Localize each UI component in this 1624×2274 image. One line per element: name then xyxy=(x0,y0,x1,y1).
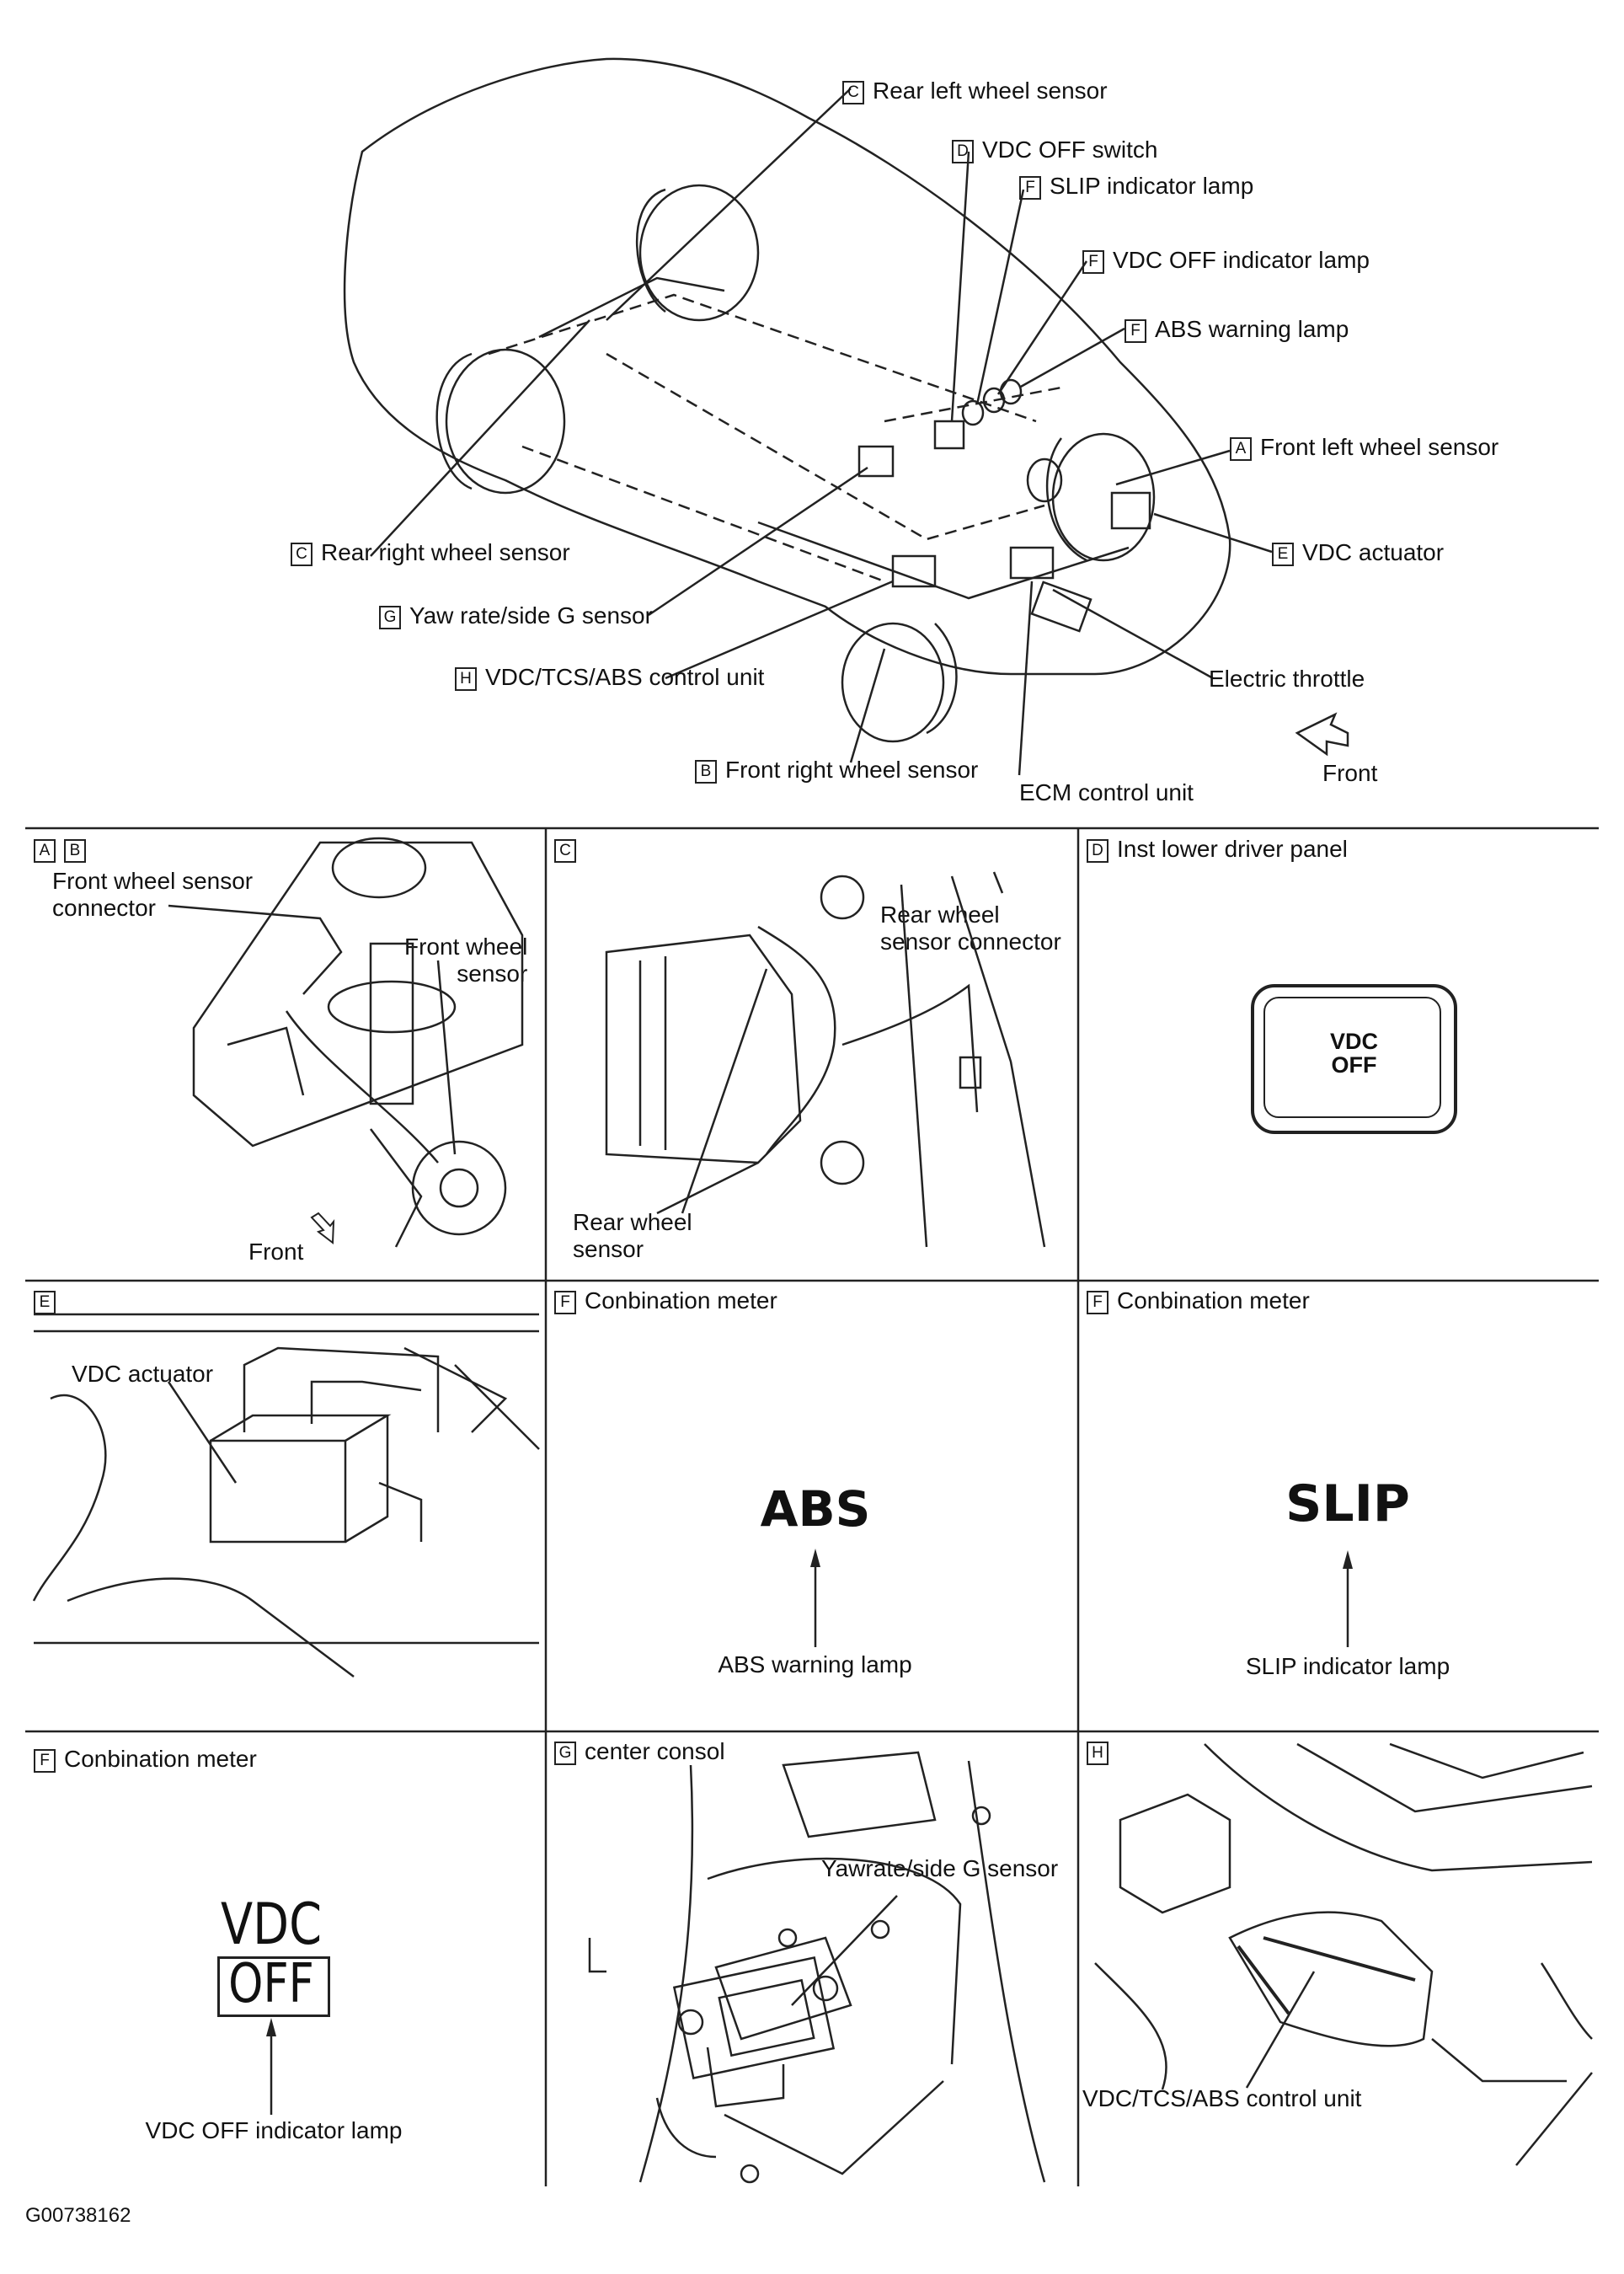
callout-ecm-control-unit: ECM control unit xyxy=(1019,779,1194,805)
panel-e-letter: E xyxy=(34,1287,64,1314)
panel-ab-front-arrow-icon xyxy=(310,1212,335,1244)
ecm-control-unit-shape xyxy=(1009,546,1055,580)
vdc-off-switch-shape xyxy=(933,420,965,450)
vdc-symbol-top: VDC xyxy=(220,1891,323,1958)
front-direction-label: Front xyxy=(1322,760,1378,786)
panel-c-sensor-label: Rear wheel sensor xyxy=(573,1209,692,1262)
vdc-off-caption: VDC OFF indicator lamp xyxy=(145,2117,403,2143)
callout-electric-throttle: Electric throttle xyxy=(1209,666,1365,692)
panel-h-letter: H xyxy=(1087,1738,1117,1765)
panel-c-letter: C xyxy=(554,836,585,863)
vdc-tcs-abs-control-unit-shape xyxy=(891,554,937,588)
vdc-off-switch-text-line2: OFF xyxy=(1331,1052,1377,1078)
front-right-wheel xyxy=(841,622,945,743)
rear-left-wheel xyxy=(638,184,760,322)
abs-caption: ABS warning lamp xyxy=(718,1651,912,1677)
vdc-actuator-shape xyxy=(1110,491,1151,530)
yaw-rate-sensor-shape xyxy=(857,445,895,478)
panel-ab-connector-label: Front wheel sensor connector xyxy=(52,868,254,921)
vdc-off-switch-outer xyxy=(1251,984,1457,1134)
vdc-symbol-bottom: OFF xyxy=(228,1953,314,2015)
vdc-off-switch-text-line1: VDC xyxy=(1329,1029,1378,1054)
slip-caption: SLIP indicator lamp xyxy=(1245,1653,1450,1679)
vehicle-overview-drawing xyxy=(343,57,1349,776)
figure-id: G00738162 xyxy=(25,2204,131,2227)
panel-ab-sensor-label: Front wheel sensor xyxy=(404,934,528,987)
abs-symbol: ABS xyxy=(760,1480,871,1538)
panel-e-actuator-label: VDC actuator xyxy=(72,1361,214,1387)
vdc-off-switch-inner xyxy=(1263,997,1441,1118)
rear-right-wheel xyxy=(445,348,566,495)
front-arrow-icon xyxy=(1295,712,1349,757)
slip-symbol: SLIP xyxy=(1285,1474,1410,1533)
panel-h-unit-label: VDC/TCS/ABS control unit xyxy=(1082,2085,1362,2111)
vehicle-body-outline xyxy=(343,57,1231,676)
front-left-wheel xyxy=(1051,432,1156,562)
vdc-symbol-frame xyxy=(217,1956,330,2017)
panel-c-connector-label: Rear wheel sensor connector xyxy=(880,902,1061,955)
panel-ab-front-label: Front xyxy=(248,1239,304,1265)
panel-g-sensor-label: Yawrate/side G sensor xyxy=(821,1855,1059,1881)
